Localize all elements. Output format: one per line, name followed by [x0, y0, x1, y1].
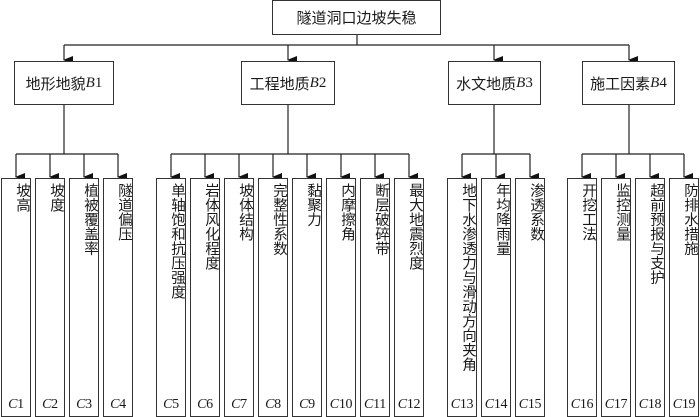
indicator-node-c4: 隧道偏压 C4 [103, 178, 133, 417]
indicator-node-c12: 最大地震烈度 C12 [394, 178, 424, 417]
indicator-code: C8 [265, 397, 281, 412]
indicator-node-c3: 植被覆盖率 C3 [69, 178, 99, 417]
indicator-label: 坡高 [14, 183, 30, 212]
indicator-node-c14: 年均降雨量 C14 [481, 178, 511, 417]
group-code: B1 [85, 74, 103, 91]
indicator-code: C18 [638, 397, 662, 412]
indicator-node-c18: 超前预报与支护 C18 [635, 178, 665, 417]
indicator-code: C2 [42, 397, 58, 412]
indicator-node-c2: 坡度 C2 [35, 178, 65, 417]
indicator-code: C15 [518, 397, 542, 412]
indicator-code: C12 [397, 397, 421, 412]
indicator-code: C1 [8, 397, 24, 412]
indicator-code: C5 [163, 397, 179, 412]
group-label: 地形地貌 [25, 74, 86, 93]
indicator-node-c9: 黏聚力 C9 [292, 178, 322, 417]
group-code: B4 [650, 74, 667, 91]
root-node: 隧道洞口边坡失稳 [272, 0, 441, 35]
indicator-node-c5: 单轴饱和抗压强度 C5 [156, 178, 186, 417]
indicator-label: 年均降雨量 [494, 183, 510, 256]
group-label: 工程地质 [249, 74, 310, 93]
indicator-label: 渗透系数 [528, 183, 544, 241]
indicator-label: 防排水措施 [682, 183, 698, 256]
group-label: 施工因素 [590, 74, 651, 93]
indicator-label: 岩体风化程度 [203, 183, 219, 270]
indicator-node-c15: 渗透系数 C15 [515, 178, 545, 417]
indicator-code: C19 [672, 397, 696, 412]
indicator-code: C13 [450, 397, 474, 412]
indicator-label: 断层破碎带 [373, 183, 389, 256]
indicator-label: 内摩擦角 [339, 183, 355, 241]
indicator-label: 单轴饱和抗压强度 [169, 183, 185, 299]
group-label: 水文地质 [456, 74, 517, 93]
indicator-code: C16 [570, 397, 594, 412]
indicator-code: C7 [231, 397, 247, 412]
indicator-label: 隧道偏压 [116, 183, 132, 241]
indicator-label: 监控测量 [614, 183, 630, 241]
indicator-label: 开挖工法 [580, 183, 596, 241]
indicator-node-c7: 坡体结构 C7 [224, 178, 254, 417]
indicator-label: 最大地震烈度 [407, 183, 423, 270]
indicator-label: 坡体结构 [237, 183, 253, 241]
indicator-node-c17: 监控测量 C17 [601, 178, 631, 417]
indicator-node-c1: 坡高 C1 [1, 178, 31, 417]
indicator-node-c10: 内摩擦角 C10 [326, 178, 356, 417]
indicator-label: 超前预报与支护 [648, 183, 664, 285]
indicator-code: C6 [197, 397, 213, 412]
indicator-label: 植被覆盖率 [82, 183, 98, 256]
indicator-node-c8: 完整性系数 C8 [258, 178, 288, 417]
indicator-code: C17 [604, 397, 628, 412]
indicator-node-c16: 开挖工法 C16 [567, 178, 597, 417]
indicator-node-c19: 防排水措施 C19 [669, 178, 699, 417]
indicator-code: C3 [76, 397, 92, 412]
indicator-node-c6: 岩体风化程度 C6 [190, 178, 220, 417]
indicator-code: C10 [329, 397, 353, 412]
indicator-label: 黏聚力 [305, 183, 321, 227]
group-code: B3 [516, 74, 533, 91]
indicator-label: 完整性系数 [271, 183, 287, 256]
indicator-label: 坡度 [48, 183, 64, 212]
indicator-label: 地下水渗透力与滑动方向夹角 [460, 183, 476, 372]
root-label: 隧道洞口边坡失稳 [296, 9, 417, 27]
indicator-node-c13: 地下水渗透力与滑动方向夹角 C13 [447, 178, 477, 417]
indicator-node-c11: 断层破碎带 C11 [360, 178, 390, 417]
indicator-code: C11 [364, 397, 386, 412]
indicator-code: C14 [484, 397, 508, 412]
indicator-code: C9 [299, 397, 315, 412]
indicator-code: C4 [110, 397, 126, 412]
group-code: B2 [309, 74, 327, 91]
